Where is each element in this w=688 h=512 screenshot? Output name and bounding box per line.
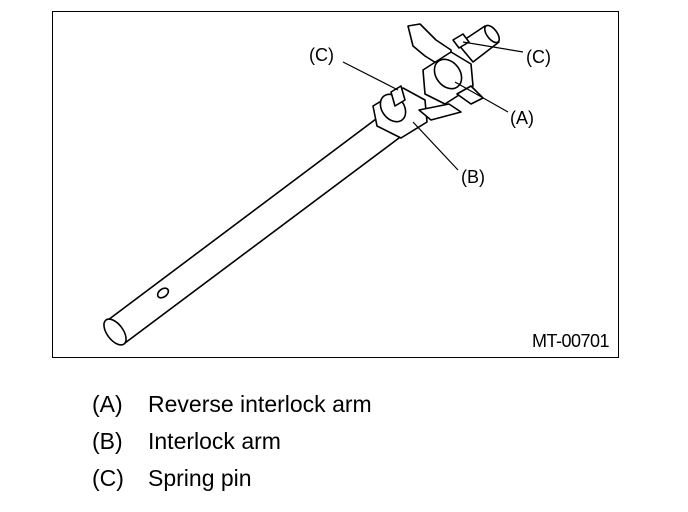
diagram-frame: (C) (C) (A) (B) MT-00701 <box>52 11 619 358</box>
callout-b: (B) <box>461 167 485 187</box>
legend: (A) Reverse interlock arm (B) Interlock … <box>92 386 372 497</box>
shaft-illustration: (C) (C) (A) (B) <box>103 23 551 346</box>
legend-key: (A) <box>92 391 123 417</box>
shaft-body <box>107 109 408 344</box>
spring-pin-right <box>452 33 470 49</box>
legend-label: Spring pin <box>148 465 252 491</box>
legend-label: Interlock arm <box>148 428 281 454</box>
callout-c-left: (C) <box>309 45 334 65</box>
figure-id: MT-00701 <box>531 331 610 351</box>
leader-c-right <box>462 41 524 53</box>
legend-item: (A) Reverse interlock arm <box>92 386 372 423</box>
shaft-end <box>103 318 127 346</box>
callout-c-right: (C) <box>526 47 551 67</box>
spring-pin-left <box>390 85 406 107</box>
shaft-hole <box>156 287 170 299</box>
legend-key: (B) <box>92 428 123 454</box>
legend-label: Reverse interlock arm <box>148 391 372 417</box>
legend-key: (C) <box>92 465 124 491</box>
legend-item: (B) Interlock arm <box>92 423 372 460</box>
leader-a <box>454 81 509 113</box>
callout-a: (A) <box>510 108 534 128</box>
leader-c-left <box>342 61 399 91</box>
leader-b <box>412 121 459 171</box>
legend-item: (C) Spring pin <box>92 460 372 497</box>
